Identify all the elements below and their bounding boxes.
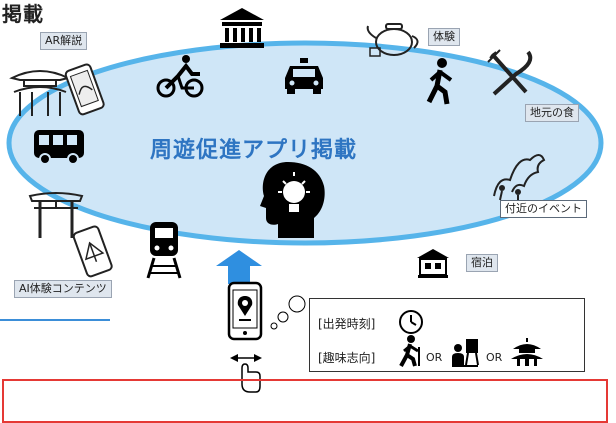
teapot-icon [366,23,419,57]
hand-swipe-icon [230,354,262,393]
train-icon [146,222,182,279]
label-food: 地元の食 [525,104,579,122]
hotel-icon [417,249,449,278]
smartphone-ar-icon [64,63,105,116]
museum-icon [220,8,264,48]
cyclist-icon [156,55,204,98]
walking-person-icon [426,58,453,105]
lightbulb-head-icon [260,162,325,238]
preference-box: [出発時刻] [趣味志向] OR OR [309,298,585,372]
or-text-2: OR [486,351,503,364]
dragon-dance-icon [493,154,546,202]
pagoda-icon [511,338,543,366]
taxi-icon [285,58,323,94]
section-rule [0,319,110,321]
label-events: 付近のイベント [500,200,587,218]
smartphone-fan-icon [72,225,113,278]
hiker-icon [399,335,420,367]
interest-label: [趣味志向] [318,351,376,365]
center-title: 周遊促進アプリ掲載 [150,138,358,163]
bus-icon [34,130,84,165]
or-text-1: OR [426,351,443,364]
label-ar: AR解説 [40,32,88,50]
label-experience: 体験 [428,28,460,46]
up-arrow-icon [216,250,262,284]
thought-bubbles [270,295,306,330]
page-heading: 掲載 [2,2,44,26]
clock-icon [399,310,423,334]
fork-knife-icon [487,49,533,96]
alert-frame [2,379,608,423]
painter-icon [452,339,479,367]
label-ai-content: AI体験コンテンツ [14,280,112,298]
torii-icon [28,192,84,238]
label-lodging: 宿泊 [466,254,498,272]
departure-time-label: [出発時刻] [318,317,376,331]
temple-icon [9,70,71,116]
smartphone-map-icon [227,281,263,341]
app-ellipse [6,40,604,246]
